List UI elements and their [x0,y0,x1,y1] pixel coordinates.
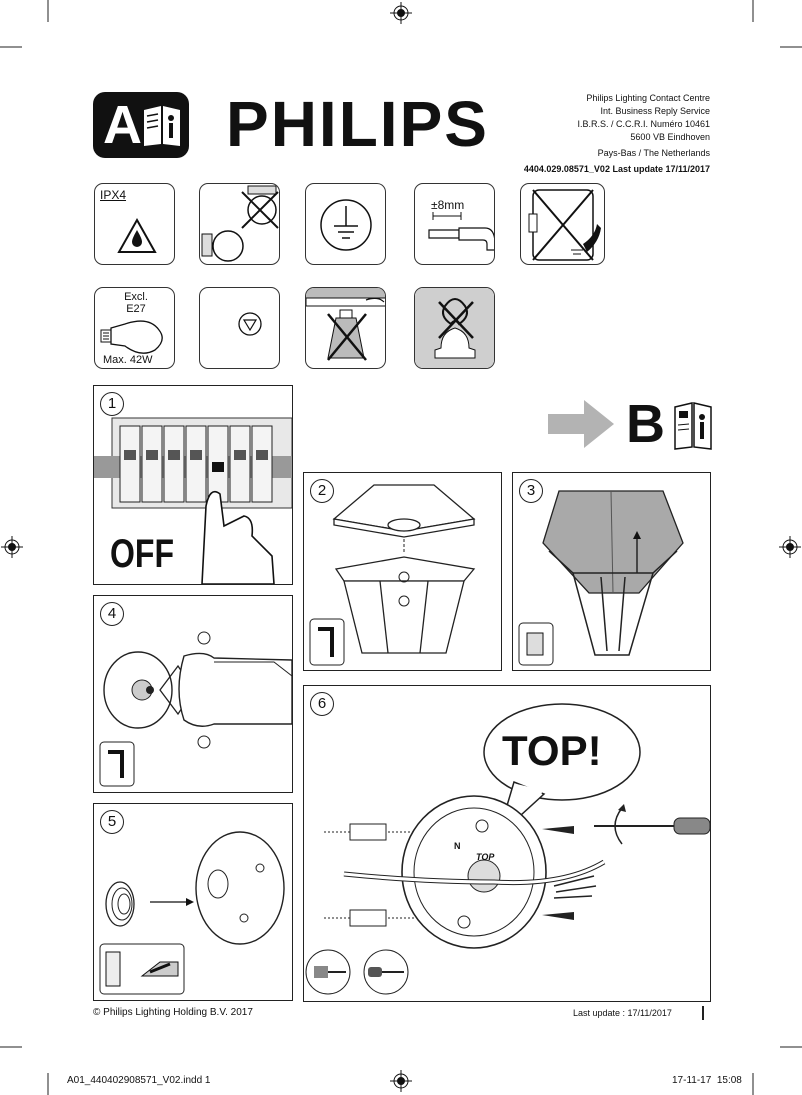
wall-box-separation-illustration [99,631,292,787]
ip-rating-tile: IPX4 [94,183,175,265]
step-2-panel: 2 [303,472,502,671]
step-number: 4 [100,602,124,626]
manual-book-b-icon [674,402,712,450]
no-pendant-mount-tile [305,287,386,369]
file-name-slug: A01_440402908571_V02.indd 1 [67,1075,211,1086]
breaker-panel-illustration [94,417,292,584]
arrow-right-icon [548,400,614,448]
dimmable-tile [199,287,280,369]
no-ceiling-mount-tile [199,183,280,265]
glove-icon [518,622,554,666]
document-reference: 4404.029.08571_V02 Last update 17/11/201… [523,164,710,174]
contact-line: Philips Lighting Contact Centre [586,93,710,103]
contact-line: Pays-Bas / The Netherlands [597,148,710,158]
step-number: 1 [100,392,124,416]
allen-key-icon [99,741,135,787]
contact-address: Philips Lighting Contact Centre Int. Bus… [524,92,710,176]
box-top-marking: TOP [476,852,495,862]
step-number: 3 [519,479,543,503]
badge-letter: A [103,95,142,155]
no-decorative-cover-icon [415,288,494,368]
water-drop-warning-icon [117,217,157,253]
contact-line: Int. Business Reply Service [600,106,710,116]
last-update-text: Last update : 17/11/2017 [573,1008,672,1018]
brand-logo: PHILIPS [226,88,489,160]
allen-key-icon [309,618,345,666]
registration-mark-bottom [390,1070,412,1092]
wall-mounting-illustration [305,703,710,995]
step-number: 5 [100,810,124,834]
screwdriver-icon [363,949,409,995]
step-number: 6 [310,692,334,716]
ip-rating-label: IPX4 [100,188,127,202]
gland-cutting-icon [99,943,185,995]
contact-line: I.B.R.S. / C.C.R.I. Numéro 10461 [577,119,710,129]
neutral-marking: N [454,841,461,851]
no-ceiling-mount-icon [201,185,279,262]
cable-size-label: ±8mm [431,198,465,212]
bulb-type-label: Excl. E27 [124,291,148,315]
no-wet-hands-icon [528,189,601,261]
dimmer-moon-icon [216,308,262,360]
contact-line: 5600 VB Eindhoven [630,132,710,142]
no-pendant-mount-icon [306,288,385,361]
no-wet-hands-tile [520,183,605,265]
registration-mark-top [390,2,412,24]
bulb-icon [100,320,163,354]
no-decorative-cover-tile [414,287,495,369]
cable-strip-icon [428,212,494,251]
earth-ground-icon [320,199,372,251]
off-label: OFF [110,532,174,576]
drill-bit-icon [305,949,351,995]
earth-ground-tile [305,183,386,265]
step-6-panel: 6 TOP! TOP N [303,685,711,1002]
badge-a: A [93,92,189,158]
top-callout-text: TOP! [502,727,602,774]
cable-gland-insert-illustration [99,831,285,995]
bulb-max-label: Max. 42W [103,354,153,366]
lantern-open-lid-illustration [309,484,476,666]
registration-mark-left [1,536,23,558]
step-5-panel: 5 [93,803,293,1001]
registration-mark-right [779,536,801,558]
lantern-glass-removal-illustration [518,490,684,666]
manual-book-icon [144,106,180,146]
step-3-panel: 3 [512,472,711,671]
cable-size-tile: ±8mm [414,183,495,265]
step-number: 2 [310,479,334,503]
copyright-text: © Philips Lighting Holding B.V. 2017 [93,1007,253,1018]
next-section-letter: B [626,394,665,454]
print-datetime: 17-11-17 15:08 [672,1075,742,1086]
bulb-spec-tile: Excl. E27 Max. 42W [94,287,175,369]
step-1-panel: 1 OFF [93,385,293,585]
step-4-panel: 4 [93,595,293,793]
